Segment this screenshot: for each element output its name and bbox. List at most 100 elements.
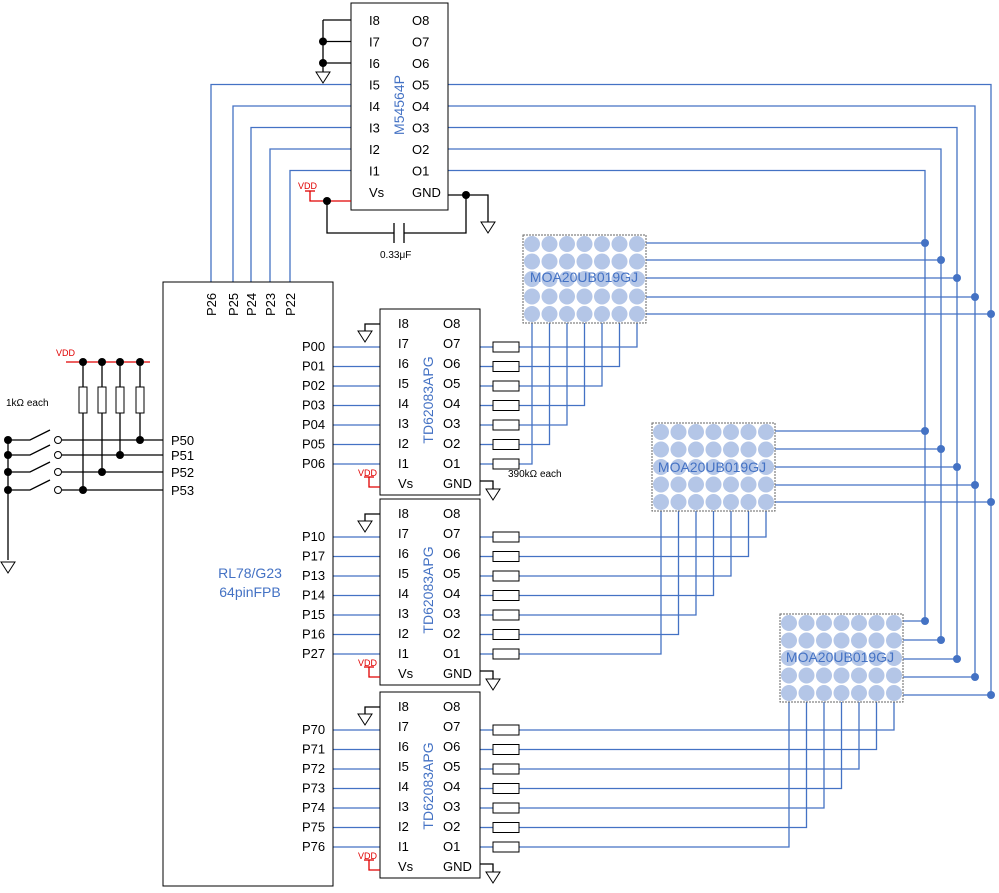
- column-wire: [519, 323, 586, 407]
- rail-junction: [937, 445, 945, 453]
- mcu-port-label: P71: [302, 742, 325, 757]
- led-dot: [886, 632, 902, 649]
- sink-right-pin-label: O3: [443, 799, 460, 814]
- switch-lever: [8, 479, 51, 491]
- sink-ic-body: [379, 691, 481, 879]
- led-dot: [833, 650, 850, 666]
- led-dot: [705, 459, 722, 475]
- column-wire: [519, 511, 697, 616]
- led-dot: [705, 476, 722, 493]
- led-dot: [594, 288, 610, 305]
- led-dot: [816, 650, 832, 666]
- led-dot: [781, 615, 797, 631]
- sink-left-pin-label: I7: [398, 336, 409, 351]
- driver-left-pin-label: I6: [369, 56, 380, 71]
- sink-right-pin-label: O4: [443, 586, 460, 601]
- resistor-390k: [492, 590, 520, 601]
- sink-right-pin-label: GND: [443, 476, 472, 491]
- resistor-390k: [492, 629, 520, 640]
- switch-contact: [54, 451, 62, 459]
- led-dot: [611, 271, 628, 287]
- pin-labels: I8I7I6I5I4I3I2I1VsO8O7O6O5O4O3O2O1GNDP26…: [171, 13, 472, 874]
- led-dot: [611, 236, 628, 252]
- mcu-port-label: P06: [302, 456, 325, 471]
- switch-lever: [8, 429, 51, 441]
- led-dot: [653, 494, 669, 510]
- resistor-390k: [492, 570, 520, 582]
- column-wire: [519, 511, 715, 597]
- sink-right-pin-label: GND: [443, 666, 472, 681]
- rail-junction: [987, 310, 995, 318]
- vs-vdd-wire: [368, 667, 380, 678]
- resistor-390k: [492, 841, 520, 853]
- led-dot: [723, 424, 739, 440]
- sink-ic-1-name: TD62083APG: [420, 356, 436, 443]
- switch-contact: [54, 436, 62, 444]
- sink-left-pin-label: I4: [398, 396, 409, 411]
- sink-ic-2-name: TD62083APG: [420, 546, 436, 633]
- mcu-port-label: P74: [302, 800, 325, 815]
- driver-ic-name: M54564P: [391, 75, 407, 135]
- column-wire: [250, 126, 351, 282]
- sink-right-pin-label: O5: [443, 566, 460, 581]
- driver-right-pin-label: O4: [412, 99, 429, 114]
- i8-ground-wire: [364, 323, 380, 331]
- led-dot: [524, 288, 540, 305]
- led-dot: [653, 441, 669, 458]
- led-dot: [559, 236, 575, 252]
- sink-ic-body: [379, 498, 481, 686]
- led-dot: [740, 441, 757, 458]
- mcu-port-label: P72: [302, 761, 325, 776]
- sink-left-pin-label: I1: [398, 646, 409, 661]
- resistor-390k: [492, 648, 520, 660]
- column-wire: [519, 511, 680, 636]
- resistor-390k: [492, 551, 520, 562]
- mcu-port-label: P16: [302, 627, 325, 642]
- sink-left-pin-label: I5: [398, 376, 409, 391]
- vs-vdd-wire: [368, 477, 380, 488]
- sink-right-pin-label: O7: [443, 336, 460, 351]
- sink-left-pin-label: I2: [398, 819, 409, 834]
- sink-right-pin-label: O7: [443, 526, 460, 541]
- sink-ic-3-name: TD62083APG: [420, 742, 436, 829]
- led-dot: [670, 476, 687, 493]
- sink-left-pin-label: I2: [398, 626, 409, 641]
- sink-vdd-label: VDD: [358, 851, 378, 861]
- sink-left-pin-label: I5: [398, 566, 409, 581]
- mcu-top-pin-label: P22: [283, 293, 298, 316]
- matrix-3-name: MOA20UB019GJ: [786, 649, 894, 665]
- sink-right-pin-label: O5: [443, 376, 460, 391]
- junction-dot: [319, 37, 327, 46]
- driver-left-pin-label: I8: [369, 13, 380, 28]
- led-dot: [851, 650, 867, 666]
- resistor-390k-label: 390kΩ each: [508, 469, 562, 480]
- sink-right-pin-label: O6: [443, 546, 460, 561]
- led-dot: [705, 424, 722, 440]
- led-dot: [629, 271, 645, 287]
- sink-gnd-wire: [480, 480, 494, 489]
- rail-junction: [971, 673, 979, 681]
- driver-right-pin-label: O3: [412, 121, 429, 136]
- led-dot: [851, 615, 867, 631]
- led-dot: [758, 459, 774, 475]
- sink-right-pin-label: O8: [443, 506, 460, 521]
- driver-right-pin-label: GND: [412, 185, 441, 200]
- led-dot: [576, 236, 593, 252]
- junction-dot: [323, 197, 331, 205]
- led-dot: [594, 306, 610, 322]
- led-dot: [688, 441, 704, 458]
- sink-right-pin-label: O3: [443, 416, 460, 431]
- ground-symbol: [0, 561, 16, 574]
- sink-right-pin-label: O2: [443, 819, 460, 834]
- rail-junction: [921, 239, 929, 247]
- led-dot: [816, 632, 832, 649]
- resistor-390k: [492, 341, 520, 353]
- led-dot: [740, 476, 757, 493]
- led-dot: [653, 459, 669, 475]
- sink-left-pin-label: I3: [398, 799, 409, 814]
- sink-left-pin-label: I4: [398, 779, 409, 794]
- resistor-390k: [492, 802, 520, 814]
- mcu-port-label: P15: [302, 607, 325, 622]
- led-dot: [851, 685, 867, 701]
